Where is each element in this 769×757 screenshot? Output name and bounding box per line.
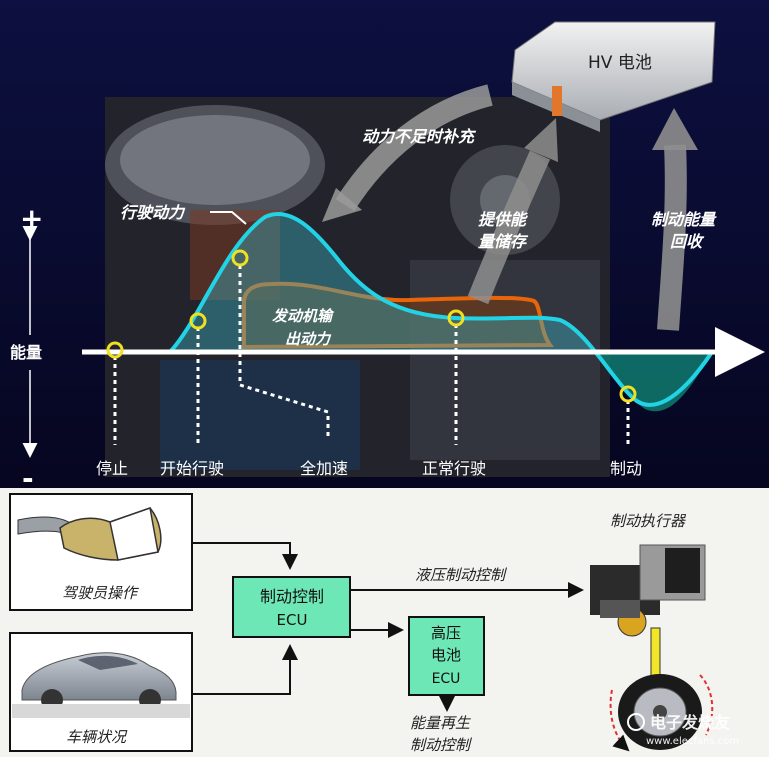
hv-battery-ecu-box [408, 616, 485, 696]
driver-operation-label: 驾驶员操作 [62, 584, 139, 602]
hv-ecu-label-line1: 高压 [431, 624, 461, 642]
marker-brake [619, 385, 637, 403]
arrow-power-supplement-head [322, 188, 362, 222]
brake-actuator-unit [590, 544, 706, 637]
brake-control-ecu-box [232, 576, 351, 638]
phase-label-start: 开始行驶 [160, 459, 224, 478]
hv-battery-label: HV 电池 [588, 53, 652, 73]
arrow-energy-storage-head [524, 118, 558, 162]
phase-label-stop: 停止 [96, 459, 128, 478]
phase-label-brake: 制动 [610, 459, 642, 478]
wheel-rotation-right [699, 674, 714, 736]
vehicle-car-window [78, 655, 138, 670]
marker-full-accel [231, 249, 249, 267]
hv-ecu-label-line3: ECU [432, 671, 461, 687]
brake-actuator-label: 制动执行器 [610, 512, 687, 530]
circuit-board-photo [160, 360, 360, 470]
arrow-braking-recovery-head [652, 108, 698, 150]
regen-control-line2: 制动控制 [410, 736, 473, 754]
hv-ecu-label-line2: 电池 [431, 646, 461, 664]
brake-wheel [609, 674, 714, 752]
marker-normal [447, 309, 465, 327]
brake-ecu-label-line1: 制动控制 [260, 587, 324, 606]
arrow-energy-storage [467, 150, 551, 305]
label-recovery-line1: 制动能量 [651, 210, 717, 229]
label-storage-line2: 量储存 [478, 232, 529, 251]
label-storage-line1: 提供能 [478, 210, 528, 229]
phase-markers [106, 249, 637, 403]
label-engine-line1: 发动机输 [272, 307, 335, 325]
watermark-url: www.elecfans.com [646, 736, 739, 747]
actuator-motor [665, 548, 700, 593]
watermark-text: 电子发烧友 [650, 713, 731, 732]
car-chassis-photo [410, 260, 600, 460]
hydraulic-control-label: 液压制动控制 [415, 566, 508, 584]
signal-connectors [192, 542, 584, 712]
wheel-rotation-left [609, 689, 630, 752]
label-power-supplement: 动力不足时补充 [362, 127, 477, 146]
braking-energy-area [598, 352, 712, 412]
label-driving-power-leader [210, 211, 247, 225]
driver-foot-shoe [109, 507, 159, 561]
phase-label-full-accel: 全加速 [300, 459, 348, 478]
watermark-logo-icon [627, 713, 645, 731]
vehicle-road-shadow [12, 704, 190, 718]
connector-driver-to-ecu [192, 542, 298, 570]
hv-battery-connector [552, 86, 562, 116]
driving-power-area [170, 213, 598, 352]
energy-axis-label: 能量 [10, 343, 42, 362]
energy-minus-sign: - [22, 462, 34, 495]
marker-start [189, 312, 207, 330]
marker-stop [106, 341, 124, 359]
label-engine-line2: 出动力 [285, 330, 332, 348]
arrow-braking-recovery [657, 144, 687, 331]
brake-ecu-label-line2: ECU [277, 611, 308, 629]
actuator-valve-block [600, 600, 640, 618]
phase-drop-lines [113, 265, 630, 445]
engine-output-curve [242, 281, 555, 350]
label-driving-power: 行驶动力 [120, 203, 186, 222]
energy-plus-sign: + [20, 202, 43, 235]
regen-control-line1: 能量再生 [410, 714, 471, 732]
arrow-power-supplement [335, 84, 493, 211]
drop-line-full-accel [238, 265, 330, 438]
connector-vehicle-to-ecu [192, 644, 298, 695]
engine-cover-highlight [120, 115, 310, 205]
brake-hydraulic-line [650, 627, 661, 681]
vehicle-car-icon [21, 652, 177, 701]
wheel-hub [653, 705, 667, 719]
phase-label-normal: 正常行驶 [422, 459, 486, 478]
vehicle-status-label: 车辆状况 [66, 728, 128, 746]
label-recovery-line2: 回收 [670, 232, 705, 251]
